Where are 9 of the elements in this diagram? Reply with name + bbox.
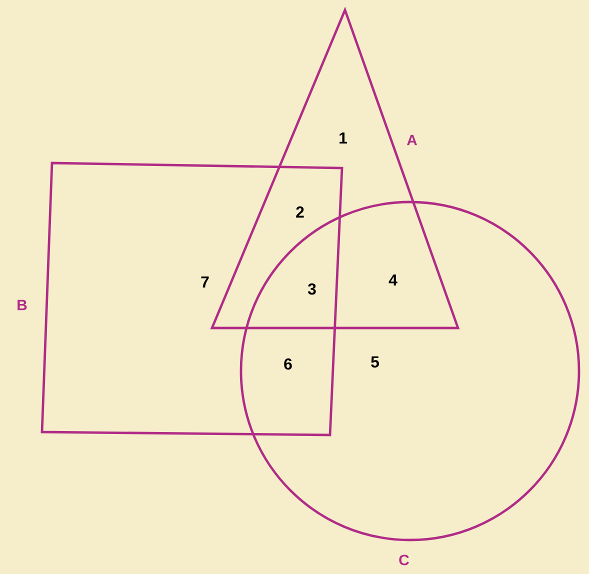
- node-label: B: [18, 300, 27, 310]
- region-number: 1: [340, 132, 347, 144]
- region-number: 6: [284, 358, 292, 370]
- region-number: 3: [308, 283, 316, 295]
- node-label: C: [399, 554, 409, 566]
- region-number: 4: [388, 274, 398, 286]
- region-number: 7: [201, 276, 209, 288]
- region-number: 5: [371, 356, 379, 368]
- region-number: 2: [296, 206, 304, 218]
